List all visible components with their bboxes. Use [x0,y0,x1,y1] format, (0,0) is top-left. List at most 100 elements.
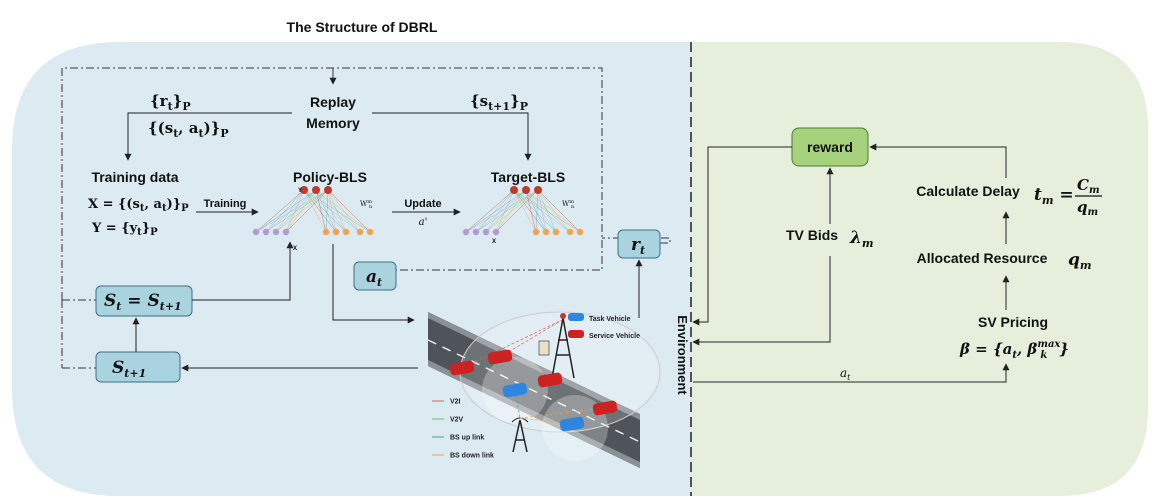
network-edge [265,189,317,233]
state-to-policy-arrow [192,241,294,301]
road-surface [428,312,640,468]
feature-node [262,228,270,236]
reward-to-env-arrow [692,146,792,326]
allocated-resource-label: Allocated Resource [917,250,1048,266]
network-edge [495,189,527,233]
enhancement-node [566,228,574,236]
network-edge [265,189,329,233]
network-edge [475,189,515,233]
network-edge [525,189,581,233]
bs-down-link [519,417,573,425]
reward-node-label: reward [807,139,853,155]
replay-memory-label: Replay [310,94,356,110]
replay-memory-label-2: Memory [306,115,360,131]
bids-to-env-arrow [692,256,831,346]
network-edge [255,189,305,233]
service-vehicle-icon [537,372,563,388]
policy-to-env-arrow [332,244,415,324]
y-equation: Y = {yt}P [91,221,158,238]
output-node [510,186,518,194]
calculate-delay-label: Calculate Delay [916,183,1020,199]
output-node [522,186,530,194]
state-action-set-label: {(st, at)}P [148,119,229,140]
legend-line-label: V2I [450,399,461,406]
x-equation: X = {(st, at)}P [88,197,189,214]
legend-line-label: V2V [450,417,464,424]
training-arrow-label: Training [204,198,247,210]
feature-node [272,228,280,236]
enhancement-node [366,228,374,236]
delay-formula-denominator: qm [1077,198,1098,218]
network-edge [275,189,329,233]
legend-service-vehicle: Service Vehicle [589,333,640,340]
update-sub-label: a' [419,217,428,228]
network-edge [285,189,329,233]
legend-task-vehicle-icon [568,313,584,321]
sv-pricing-label: SV Pricing [978,314,1048,330]
roadside-unit-icon [538,340,550,356]
network-edge [465,189,527,233]
feature-node [482,228,490,236]
network-edge [475,189,539,233]
task-vehicle-icon [502,382,528,398]
enhancement-node [542,228,550,236]
network-edge [315,189,361,233]
replay-to-target-arrow [372,112,532,161]
tv-bids-label: TV Bids [786,227,838,243]
network-edge [495,189,539,233]
output-node [324,186,332,194]
v2i-link [461,319,563,369]
network-edge [255,189,329,233]
replay-to-training-arrow [124,112,292,161]
output-node [312,186,320,194]
service-vehicle-icon [592,400,618,416]
feature-node [282,228,290,236]
enhancement-node [552,228,560,236]
next-state-box-label: St+1 [112,358,146,380]
policy-bls-network [252,186,374,236]
action-box [353,261,397,291]
action-box-label: at [366,267,382,289]
road-shoulder-bottom [428,360,640,468]
network-edge [537,189,581,233]
network-edge [535,189,539,233]
reward-box-label: rt [631,235,645,257]
enhancement-node [342,228,350,236]
network-edge [495,189,515,233]
enhancement-node [322,228,330,236]
legend-line-label: BS up link [450,435,484,442]
vehicular-network-scene: Task Vehicle Service Vehicle V2I V2V BS up… [427,311,661,468]
enhancement-node [532,228,540,236]
policy-y-label: Y [298,188,302,194]
action-to-pricing-arrow [693,363,1010,383]
network-edge [525,189,571,233]
q-m-label: qm [1068,250,1092,272]
road-shoulder-top [428,312,640,420]
network-edge [255,189,317,233]
network-edge [285,189,317,233]
network-edge [537,189,547,233]
network-edge [537,189,557,233]
enhancement-node [332,228,340,236]
diagram-title: The Structure of DBRL [287,19,438,35]
network-edge [327,189,337,233]
output-node [534,186,542,194]
feature-node [472,228,480,236]
next-state-box [95,351,181,383]
outer-loop-line [61,67,603,300]
policy-bls-label: Policy-BLS [293,169,367,185]
network-edge [537,189,571,233]
network-edge [485,189,527,233]
legend-task-vehicle: Task Vehicle [589,316,631,323]
network-edge [327,189,371,233]
network-edge [327,189,361,233]
enhancement-node [576,228,584,236]
target-x-label: X [492,239,496,245]
network-edge [475,189,527,233]
network-edge [325,189,329,233]
task-vehicle-icon [559,416,585,432]
legend-line-label: BS down link [450,453,494,460]
